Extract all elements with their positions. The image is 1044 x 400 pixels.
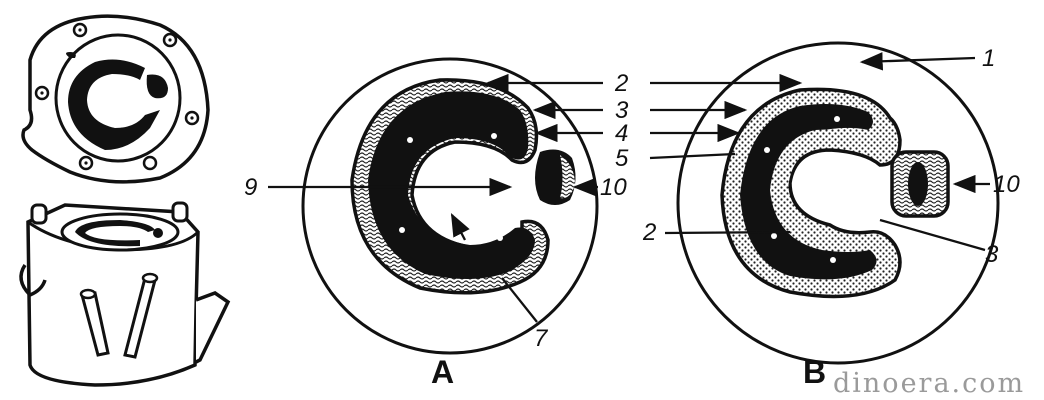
panel-label-b: B bbox=[803, 354, 826, 390]
panel-label-a: A bbox=[431, 354, 454, 390]
label-7: 7 bbox=[534, 325, 549, 352]
watermark: dinoera.com bbox=[833, 368, 1025, 399]
label-4: 4 bbox=[615, 120, 628, 147]
label-2: 2 bbox=[614, 70, 628, 97]
label-5: 5 bbox=[615, 145, 629, 172]
label-2-b: 2 bbox=[642, 219, 656, 246]
leader-lines bbox=[268, 52, 990, 323]
panel-b bbox=[676, 41, 1000, 365]
panel-a bbox=[301, 57, 599, 355]
label-1: 1 bbox=[982, 45, 995, 72]
label-10-b: 10 bbox=[993, 171, 1020, 198]
thumbnail-top-view bbox=[21, 14, 210, 184]
label-3-b: 3 bbox=[985, 241, 999, 268]
thumbnail-pot-view bbox=[19, 201, 231, 387]
label-9: 9 bbox=[244, 174, 257, 201]
label-3: 3 bbox=[615, 97, 629, 124]
label-10-a: 10 bbox=[600, 174, 627, 201]
